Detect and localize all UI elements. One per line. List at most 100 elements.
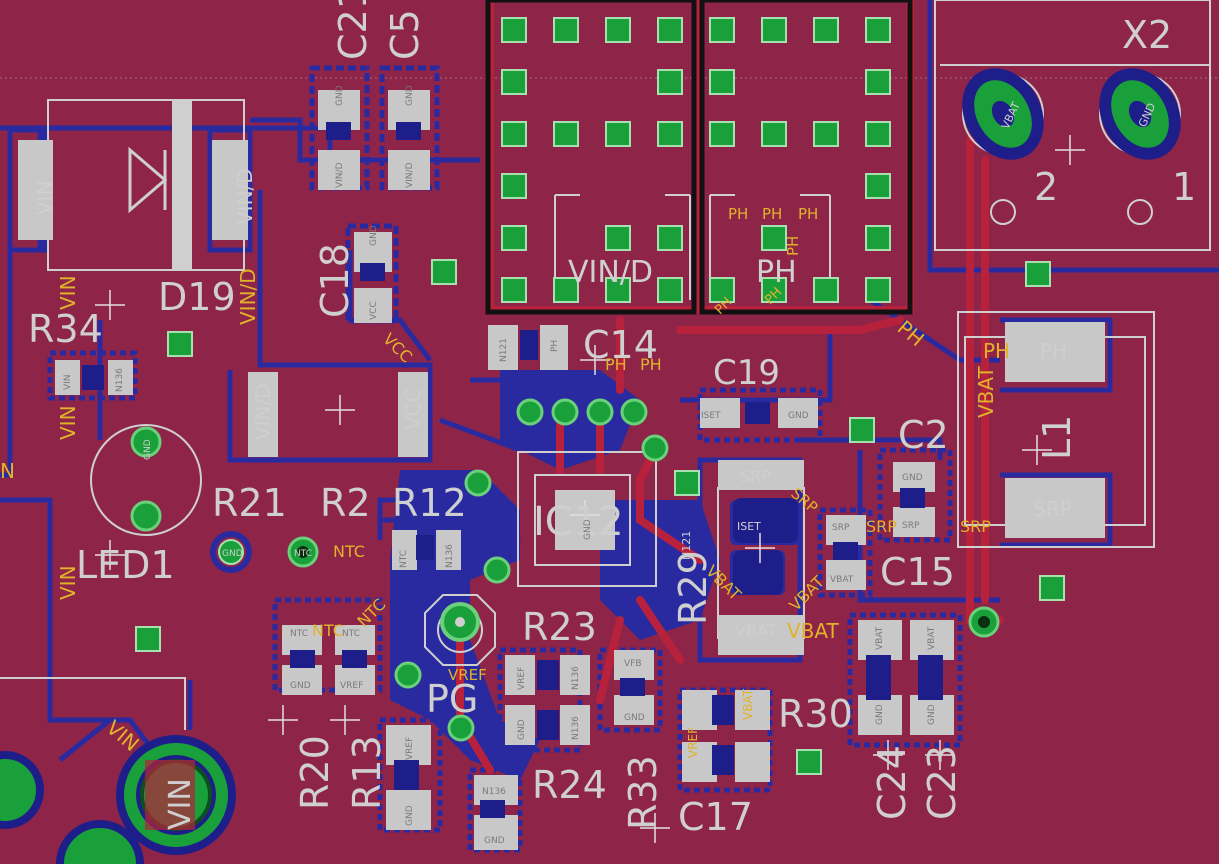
tiny-vref-r23: VREF (517, 667, 527, 690)
tiny-gnd-r20: GND (290, 681, 311, 691)
label-c14: C14 (583, 323, 658, 367)
tiny-vfb-r33: VFB (624, 659, 642, 669)
tiny-btst-c14: N121 (499, 338, 509, 362)
label-r29: R29 (671, 550, 715, 625)
tiny-srp-c2: SRP (902, 521, 920, 531)
tiny-vref-r13: VREF (340, 681, 363, 691)
tiny-gnd-c5: GND (405, 85, 415, 106)
tiny-gnd-r33: GND (624, 713, 645, 723)
label-r13: R13 (345, 735, 389, 810)
tiny-gnd-bottom: GND (405, 805, 415, 826)
tiny-iset-r24: N136 (571, 716, 581, 740)
tiny-iset-r23: N136 (571, 666, 581, 690)
label-c15: C15 (880, 550, 955, 594)
led-gnd-label: GND (143, 439, 153, 460)
label-c21: C21 (331, 0, 375, 60)
label-led1: LED1 (76, 543, 175, 587)
net-vbat-2: VBAT (787, 619, 840, 643)
tiny-ntc-r12: NTC (399, 550, 409, 568)
pad-label-vcc-cap: VCC (401, 388, 425, 430)
tiny-gnd-c18: GND (369, 225, 379, 246)
net-srp-2: SRP (960, 517, 991, 536)
label-x2-pin2: 2 (1034, 165, 1058, 209)
pad-label-srp-r29: SRP (740, 467, 771, 486)
vin-big-pad-label: VIN (163, 778, 198, 830)
tiny-gnd-c21: GND (335, 85, 345, 106)
pad-label-ph-block: PH (756, 255, 797, 290)
label-c5: C5 (383, 9, 427, 60)
tiny-gnd-c23: GND (927, 704, 937, 725)
pad-label-ph-l1: PH (1040, 339, 1067, 363)
label-r33: R33 (621, 755, 665, 830)
pad-label-srp-l1: SRP (1033, 497, 1072, 521)
tiny-n121-bottom: N136 (482, 787, 506, 797)
net-vin-2: VIN (56, 405, 80, 440)
net-srp-1: SRP (866, 517, 897, 536)
tiny-vind-c5: VIN/D (405, 162, 415, 188)
diode-symbol (172, 100, 192, 270)
tiny-vcc-c18: VCC (369, 301, 379, 320)
pad-label-regn-r29: ISET (737, 520, 761, 533)
net-vref-2: VREF (686, 727, 700, 758)
net-ph-2: PH (640, 355, 662, 374)
tiny-vbat-c15: VBAT (830, 575, 854, 585)
label-pg: PG (426, 677, 478, 721)
net-ph-4: PH (762, 205, 782, 223)
tiny-n121-r12: N136 (445, 544, 455, 568)
label-r20: R20 (293, 735, 337, 810)
label-c2: C2 (898, 413, 949, 457)
net-ph-3: PH (728, 205, 748, 223)
label-c19: C19 (713, 353, 780, 393)
tiny-vbat-c24: VBAT (875, 626, 885, 650)
net-ph-10: PH (983, 339, 1010, 363)
r2-ntc-label: NTC (294, 549, 312, 559)
net-vbat-1: VBAT (974, 365, 998, 418)
tiny-ntc-r13: NTC (342, 629, 360, 639)
label-d19: D19 (158, 275, 236, 319)
tiny-gnd-c24: GND (875, 704, 885, 725)
r21-gnd-label: GND (222, 549, 243, 559)
net-ph-6: PH (784, 236, 802, 256)
net-vind: VIN/D (236, 268, 260, 325)
tiny-gnd-n121: GND (484, 836, 505, 846)
net-vin-1: VIN (56, 275, 80, 310)
tiny-gnd-ic12: GND (583, 519, 593, 540)
tiny-gnd-c19: GND (788, 411, 809, 421)
label-x2-pin1: 1 (1172, 165, 1196, 209)
label-r34: R34 (28, 307, 103, 351)
label-r2: R2 (320, 481, 371, 525)
net-ph-5: PH (798, 205, 818, 223)
tiny-regn-c19: ISET (701, 411, 721, 421)
label-c18: C18 (313, 243, 357, 318)
label-l1: L1 (1035, 415, 1079, 460)
pad-label-vind-right: VIN/D (233, 168, 257, 225)
tiny-vin-r34: VIN (63, 374, 73, 390)
net-vbat-5: VBAT (741, 688, 755, 720)
label-x2: X2 (1122, 13, 1172, 57)
tiny-vind-c21: VIN/D (335, 162, 345, 188)
crosshair (95, 135, 1085, 843)
tiny-ph-c14: PH (550, 340, 560, 352)
label-ic12: IC12 (533, 499, 624, 545)
net-ph-1: PH (605, 355, 627, 374)
tiny-gnd-c2: GND (902, 473, 923, 483)
net-vref-1: VREF (448, 666, 487, 684)
net-vin-3: VIN (56, 565, 80, 600)
tiny-n136-r34: N136 (115, 368, 125, 392)
tiny-ntc-r20: NTC (290, 629, 308, 639)
pad-label-vind-block: VIN/D (568, 255, 653, 290)
net-vin-edge: N (0, 459, 15, 483)
net-ntc-1: NTC (333, 542, 365, 561)
tiny-vref-bottom: VREF (405, 737, 415, 760)
label-r24: R24 (532, 763, 607, 807)
tiny-srp-c15: SRP (832, 523, 850, 533)
label-r30: R30 (778, 692, 853, 736)
pad-label-vin-left: VIN (33, 180, 57, 215)
net-ntc-2: NTC (312, 621, 344, 640)
pad-label-vbat-r29: VBAT (735, 621, 777, 640)
label-c24: C24 (870, 745, 914, 820)
tiny-vbat-c23: VBAT (927, 626, 937, 650)
label-r12: R12 (392, 481, 467, 525)
label-c17: C17 (678, 795, 753, 839)
